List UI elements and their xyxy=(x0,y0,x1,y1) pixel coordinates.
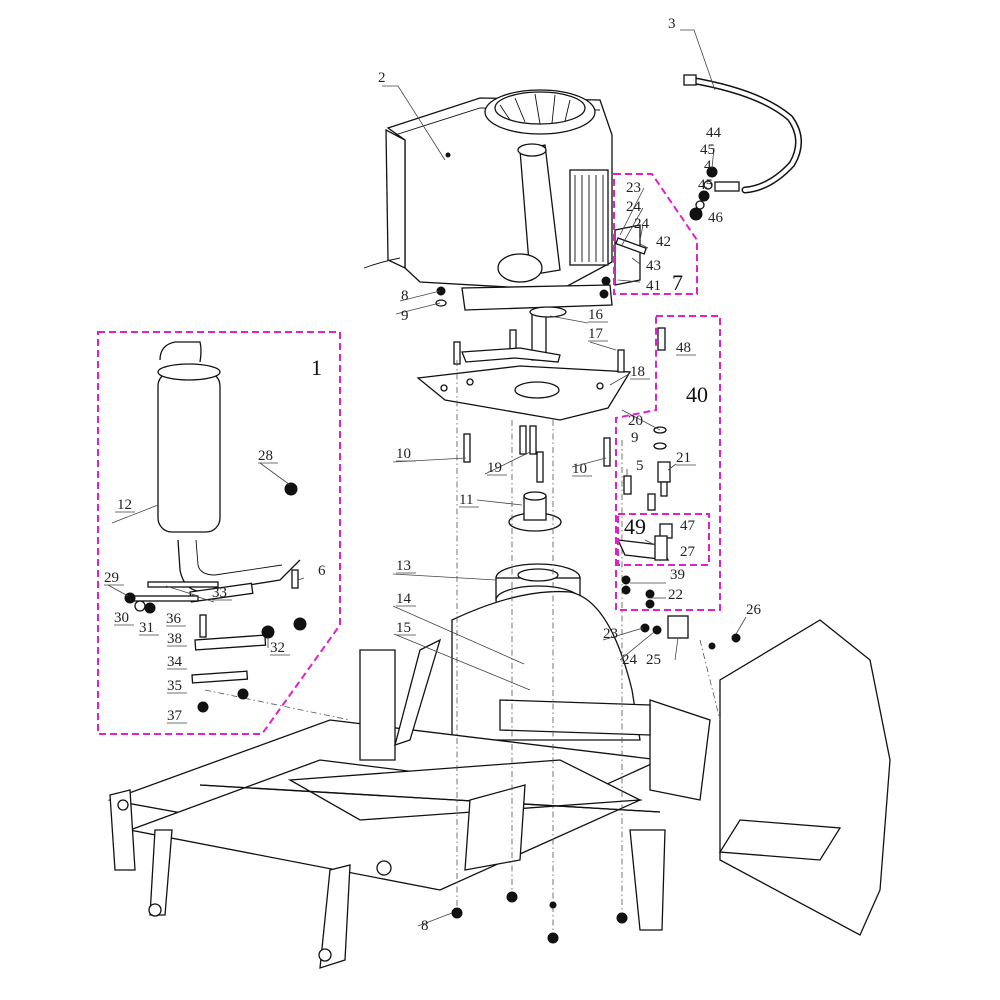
callout-label: 46 xyxy=(708,210,724,226)
callout-label: 8 xyxy=(401,288,409,304)
callout-label: 41 xyxy=(646,278,661,294)
callout-label: 48 xyxy=(676,340,691,356)
callout-label: 5 xyxy=(636,458,644,474)
callout-label: 27 xyxy=(680,544,696,560)
callout-label: 6 xyxy=(318,563,326,579)
callout-label: 1 xyxy=(311,355,322,380)
callout-label: 45 xyxy=(700,142,715,158)
callout-label: 33 xyxy=(212,585,227,601)
callout-label: 19 xyxy=(487,460,502,476)
group-40-outline xyxy=(615,315,721,611)
callout-label: 7 xyxy=(672,270,683,295)
callout-label: 10 xyxy=(572,461,587,477)
callout-label: 34 xyxy=(167,654,183,670)
callout-label: 47 xyxy=(680,518,696,534)
fuel-fittings xyxy=(689,166,740,221)
engine-assembly xyxy=(363,89,613,311)
group-49-outline xyxy=(617,513,710,566)
callout-label: 17 xyxy=(588,326,604,342)
callout-label: 4 xyxy=(704,158,712,174)
callout-label: 45 xyxy=(698,177,713,193)
group-1-outline xyxy=(97,331,341,735)
callout-label: 9 xyxy=(631,430,639,446)
engine-mount-plate xyxy=(416,365,632,421)
callout-label: 14 xyxy=(396,591,412,607)
bolts-and-spacers xyxy=(435,286,625,483)
callout-label: 21 xyxy=(676,450,691,466)
callout-label: 29 xyxy=(104,570,119,586)
deck-fasteners xyxy=(640,615,741,650)
callout-label: 20 xyxy=(628,413,643,429)
callout-label: 40 xyxy=(686,382,708,407)
callout-label: 43 xyxy=(646,258,661,274)
mower-frame xyxy=(107,590,891,969)
callout-label: 26 xyxy=(746,602,762,618)
leader-lines xyxy=(107,29,747,927)
callout-label: 24 xyxy=(622,652,638,668)
callout-label: 3 xyxy=(668,16,676,32)
callout-label: 23 xyxy=(603,626,618,642)
callout-label: 13 xyxy=(396,558,411,574)
callout-label: 38 xyxy=(167,631,182,647)
callout-label: 8 xyxy=(421,918,429,934)
callout-label: 11 xyxy=(459,492,473,508)
callout-label: 35 xyxy=(167,678,182,694)
callout-label: 36 xyxy=(166,611,182,627)
muffler-assembly xyxy=(124,341,307,713)
callout-label: 31 xyxy=(139,620,154,636)
callout-label: 12 xyxy=(117,497,132,513)
bottom-nuts xyxy=(451,891,628,944)
alignment-lines xyxy=(204,360,721,935)
callout-label: 18 xyxy=(630,364,645,380)
callout-label: 10 xyxy=(396,446,411,462)
callout-label: 23 xyxy=(626,180,641,196)
callout-label: 42 xyxy=(656,234,671,250)
callout-label: 9 xyxy=(401,308,409,324)
callout-underlines xyxy=(104,321,696,724)
callout-label: 28 xyxy=(258,448,273,464)
callout-label: 22 xyxy=(668,587,683,603)
callout-label: 39 xyxy=(670,567,685,583)
callout-label: 37 xyxy=(167,708,183,724)
callout-label: 32 xyxy=(270,640,285,656)
callout-label: 30 xyxy=(114,610,129,626)
callout-label: 24 xyxy=(626,199,642,215)
callout-label: 24 xyxy=(634,216,650,232)
group-7-outline xyxy=(613,173,698,295)
callout-label: 49 xyxy=(624,514,646,539)
callout-label: 25 xyxy=(646,652,661,668)
callout-labels: 1 2 3 4 5 6 7 8 8 9 9 10 10 11 12 13 14 … xyxy=(104,16,762,934)
callout-label: 2 xyxy=(378,70,386,86)
callout-label: 44 xyxy=(706,125,722,141)
callout-label: 15 xyxy=(396,620,411,636)
callout-label: 16 xyxy=(588,307,604,323)
fuel-line xyxy=(683,74,802,194)
